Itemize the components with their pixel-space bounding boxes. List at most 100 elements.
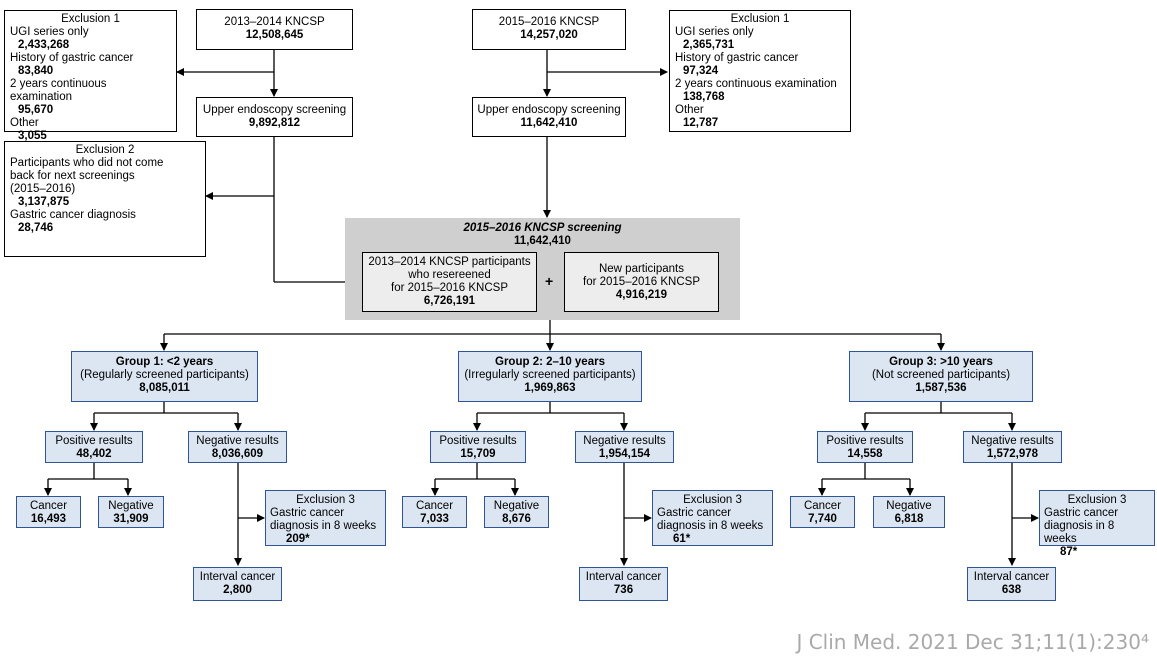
group2-box: Group 2: 2–10 years (Irregularly screene… (458, 351, 642, 402)
right-exc1-label-ugi: UGI series only (675, 26, 754, 38)
group1-neg-box: Negative 31,909 (98, 496, 164, 528)
group1-title: Group 1: <2 years (115, 356, 214, 368)
group2-cancer-value: 7,033 (420, 513, 449, 525)
left-exc1-label-continuous: 2 years continuous examination (10, 78, 107, 103)
group2-neg-box: Negative 8,676 (484, 496, 549, 528)
group1-negative-value: 8,036,609 (211, 448, 264, 460)
exclusion2-value1: 3,137,875 (18, 196, 70, 208)
group3-title: Group 3: >10 years (889, 356, 993, 368)
exclusion2-line3: (2015–2016) (10, 183, 76, 195)
left-exclusion1-box: Exclusion 1 UGI series only 2,433,268 Hi… (4, 10, 177, 142)
right-exc1-label-continuous: 2 years continuous examination (675, 78, 837, 90)
left-exc1-value-ugi: 2,433,268 (18, 39, 70, 51)
group3-neg-box: Negative 6,818 (873, 496, 945, 528)
right-exclusion1-title: Exclusion 1 (730, 13, 790, 25)
group1-interval-value: 2,800 (223, 584, 252, 596)
group3-negative-value: 1,572,978 (986, 448, 1039, 460)
group2-cancer-label: Cancer (415, 500, 454, 512)
exclusion2-value2: 28,746 (18, 222, 54, 234)
plus-sign: + (545, 273, 554, 289)
group2-interval-label: Interval cancer (585, 571, 662, 583)
right-endoscopy-box: Upper endoscopy screening 11,642,410 (472, 97, 626, 137)
group2-negative-label: Negative results (583, 435, 666, 447)
group1-positive-label: Positive results (55, 435, 133, 447)
group2-positive-label: Positive results (439, 435, 517, 447)
group3-positive-value: 14,558 (847, 448, 883, 460)
left-exc1-label-history: History of gastric cancer (10, 52, 134, 64)
left-endoscopy-count: 9,892,812 (248, 117, 301, 129)
group3-cancer-label: Cancer (803, 500, 842, 512)
new-participants-box: New participants for 2015–2016 KNCSP 4,9… (564, 252, 719, 312)
left-exclusion1-title: Exclusion 1 (61, 13, 120, 25)
group2-exclusion3-value: 61* (673, 533, 691, 545)
group3-subtitle: (Not screened participants) (871, 369, 1011, 381)
rescreened-line3: for 2015–2016 KNCSP (391, 282, 508, 294)
new-participants-line1: New participants (598, 263, 684, 275)
right-endoscopy-count: 11,642,410 (520, 117, 578, 129)
group2-neg-label: Negative (493, 500, 540, 512)
right-cohort-box: 2015–2016 KNCSP 14,257,020 (472, 9, 626, 50)
left-cohort-count: 12,508,645 (245, 29, 304, 41)
right-exc1-label-history: History of gastric cancer (675, 52, 799, 64)
rescreened-box: 2013–2014 KNCSP participants who reseree… (362, 252, 537, 312)
group3-positive-label: Positive results (826, 435, 904, 447)
right-exc1-value-other: 12,787 (683, 117, 719, 129)
group2-interval-value: 736 (613, 584, 634, 596)
group1-positive-box: Positive results 48,402 (45, 431, 143, 463)
group1-exclusion3-line1: Gastric cancer (270, 507, 345, 519)
left-endoscopy-box: Upper endoscopy screening 9,892,812 (196, 97, 353, 137)
group2-exclusion3-line1: Gastric cancer (657, 507, 732, 519)
exclusion2-title: Exclusion 2 (75, 144, 135, 156)
group3-exclusion3-value: 87* (1060, 546, 1078, 558)
group3-box: Group 3: >10 years (Not screened partici… (849, 351, 1033, 402)
right-exc1-value-continuous: 138,768 (683, 91, 725, 103)
new-participants-count: 4,916,219 (615, 289, 668, 301)
group1-neg-value: 31,909 (113, 513, 149, 525)
group2-negative-value: 1,954,154 (598, 448, 651, 460)
group1-count: 8,085,011 (139, 382, 190, 394)
group1-interval-label: Interval cancer (199, 571, 276, 583)
left-exc1-value-continuous: 95,670 (18, 104, 54, 116)
screening-title-text: 2015–2016 KNCSP screening (463, 222, 622, 234)
group1-exclusion3-value: 209* (286, 533, 310, 545)
exclusion2-box: Exclusion 2 Participants who did not com… (4, 141, 206, 257)
group3-interval-box: Interval cancer 638 (967, 567, 1056, 601)
group2-neg-value: 8,676 (502, 513, 531, 525)
group3-negative-box: Negative results 1,572,978 (963, 431, 1062, 463)
group2-interval-box: Interval cancer 736 (579, 567, 668, 601)
group3-exclusion3-line1: Gastric cancer (1044, 507, 1119, 519)
group1-exclusion3-box: Exclusion 3 Gastric cancer diagnosis in … (265, 490, 386, 546)
screening-count: 11,642,410 (514, 235, 571, 247)
group2-exclusion3-box: Exclusion 3 Gastric cancer diagnosis in … (652, 490, 773, 546)
group1-negative-label: Negative results (196, 435, 279, 447)
group3-exclusion3-box: Exclusion 3 Gastric cancer diagnosis in … (1039, 490, 1155, 558)
group2-positive-value: 15,709 (460, 448, 496, 460)
exclusion2-line2: back for next screenings (10, 170, 135, 182)
group1-positive-value: 48,402 (76, 448, 112, 460)
rescreened-line1: 2013–2014 KNCSP participants (368, 256, 531, 268)
left-cohort-box: 2013–2014 KNCSP 12,508,645 (196, 9, 353, 50)
group3-interval-label: Interval cancer (973, 571, 1050, 583)
exclusion2-line4: Gastric cancer diagnosis (10, 209, 136, 221)
group1-cancer-value: 16,493 (30, 513, 67, 525)
group1-subtitle: (Regularly screened participants) (80, 369, 249, 381)
exclusion2-line1: Participants who did not come (10, 157, 164, 169)
group2-negative-box: Negative results 1,954,154 (575, 431, 674, 463)
group1-negative-box: Negative results 8,036,609 (188, 431, 287, 463)
rescreened-count: 6,726,191 (423, 295, 476, 307)
group3-exclusion3-title: Exclusion 3 (1067, 494, 1127, 506)
group1-interval-box: Interval cancer 2,800 (193, 567, 282, 601)
right-exc1-value-history: 97,324 (683, 65, 719, 77)
group1-exclusion3-title: Exclusion 3 (296, 494, 355, 506)
right-cohort-count: 14,257,020 (520, 29, 578, 41)
group3-neg-value: 6,818 (894, 513, 924, 525)
group1-neg-label: Negative (108, 500, 154, 512)
left-exc1-value-history: 83,840 (18, 65, 54, 77)
group3-negative-label: Negative results (971, 435, 1054, 447)
citation-watermark: J Clin Med. 2021 Dec 31;11(1):230⁴ (796, 630, 1149, 654)
group1-exclusion3-line2: diagnosis in 8 weeks (270, 520, 377, 532)
group3-positive-box: Positive results 14,558 (817, 431, 913, 463)
group2-count: 1,969,863 (524, 382, 576, 394)
left-endoscopy-title: Upper endoscopy screening (202, 104, 347, 116)
